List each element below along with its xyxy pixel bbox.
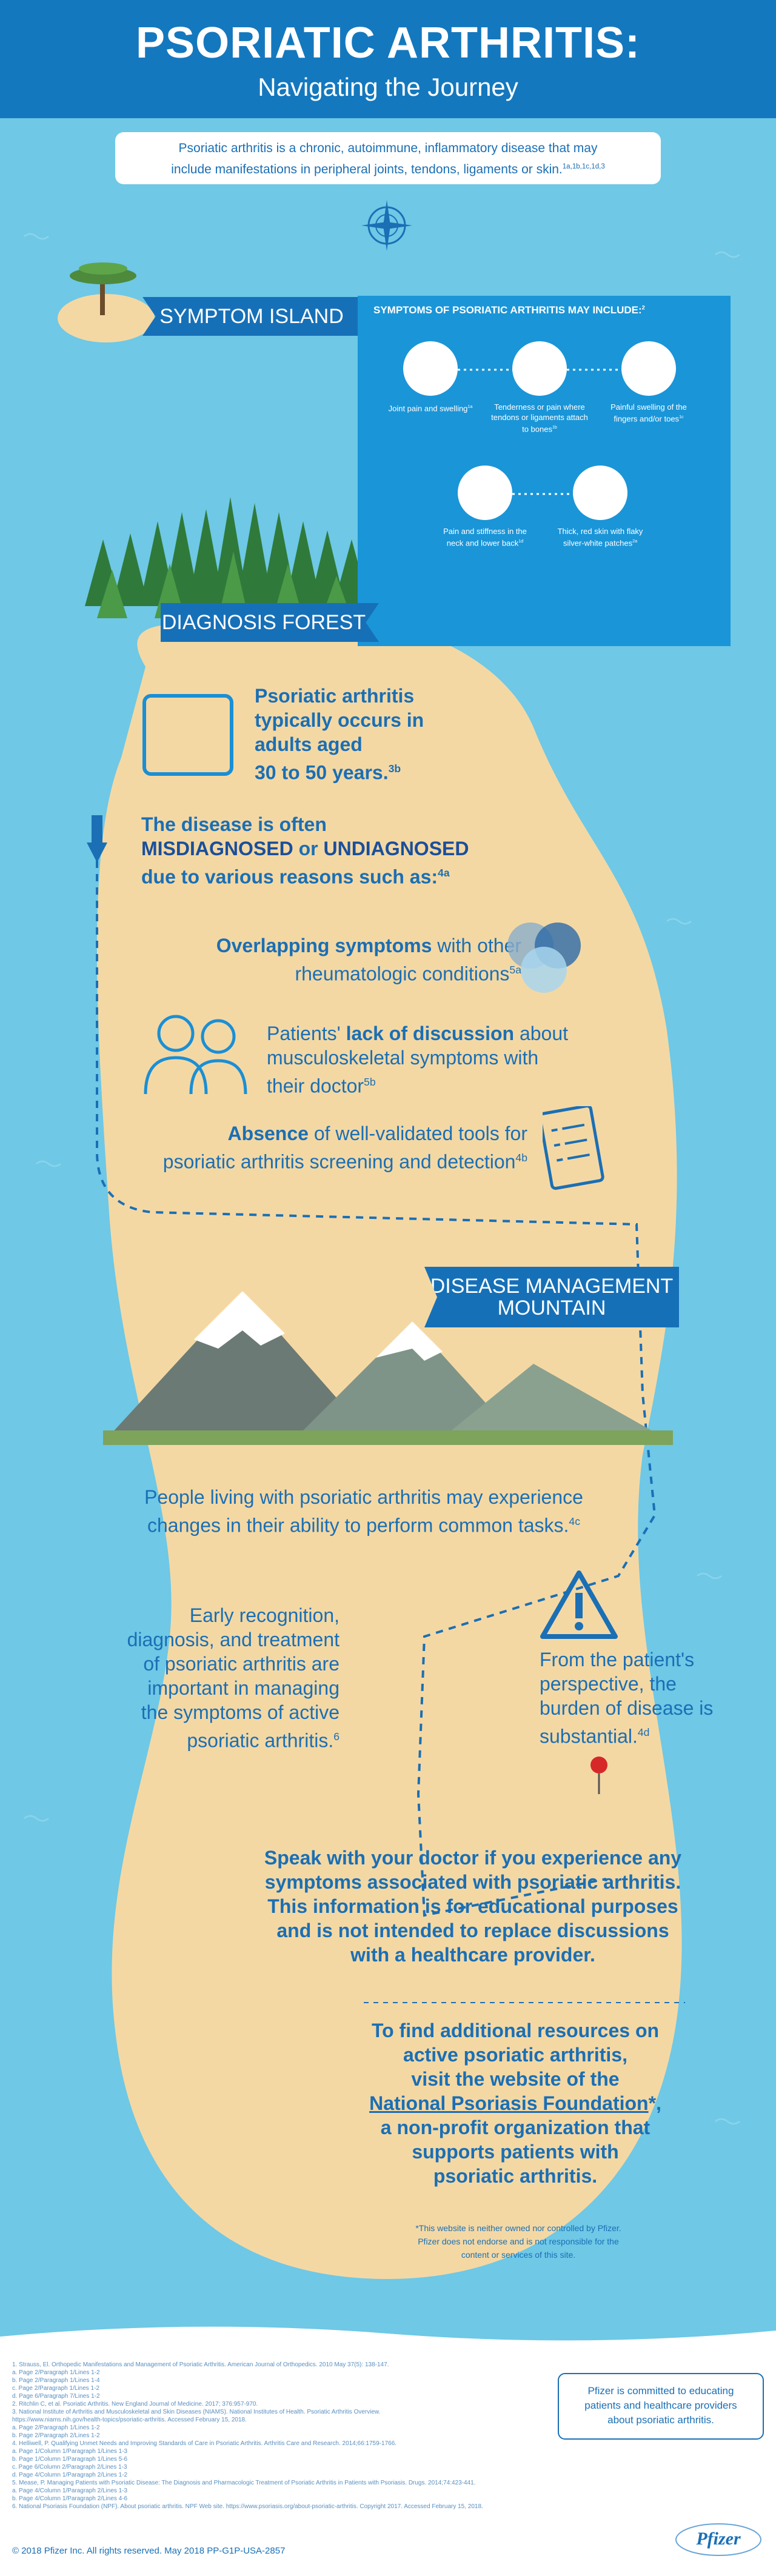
reference-item: a. Page 2/Paragraph 1/Lines 1-2 <box>12 2369 100 2376</box>
venn-diagram-icon <box>507 923 581 993</box>
symptoms-title: SYMPTOMS OF PSORIATIC ARTHRITIS MAY INCL… <box>373 304 645 316</box>
calendar-icon <box>142 694 233 776</box>
reference-item: b. Page 1/Column 1/Paragraph 1/Lines 5-6 <box>12 2456 128 2463</box>
reference-item: a. Page 2/Paragraph 1/Lines 1-2 <box>12 2424 100 2431</box>
resources-info: To find additional resources on active p… <box>369 2020 661 2187</box>
early-recognition-info: Early recognition, diagnosis, and treatm… <box>127 1604 340 1752</box>
map-illustration <box>24 200 740 2279</box>
reason-lack-of-discussion: Patients' lack of discussion about muscu… <box>267 1023 569 1097</box>
reference-item: d. Page 4/Column 1/Paragraph 2/Lines 1-2 <box>12 2472 128 2478</box>
reason-absence-of-tools: Absence of well-validated tools for psor… <box>162 1123 527 1173</box>
intro-line-1: Psoriatic arthritis is a chronic, autoim… <box>178 141 598 155</box>
reference-item: b. Page 4/Column 1/Paragraph 2/Lines 4-6 <box>12 2495 128 2502</box>
diagnosis-forest-banner: DIAGNOSIS FOREST <box>161 603 379 642</box>
doctor-patient-icon <box>144 1015 247 1095</box>
page-title: PSORIATIC ARTHRITIS: <box>136 19 640 67</box>
disease-management-banner: DISEASE MANAGEMENT MOUNTAIN <box>424 1267 679 1327</box>
reference-item: https://www.niams.nih.gov/health-topics/… <box>12 2417 247 2423</box>
tree-icon <box>70 262 136 315</box>
reference-item: b. Page 2/Paragraph 2/Lines 1-2 <box>12 2432 100 2439</box>
symptom-finger-swelling: Painful swelling of the fingers and/or t… <box>600 341 697 424</box>
reference-item: 2. Ritchlin C, et al. Psoriatic Arthriti… <box>12 2401 258 2407</box>
npf-link[interactable]: National Psoriasis Foundation <box>369 2092 649 2114</box>
footer-wave <box>0 2318 776 2349</box>
reference-item: c. Page 2/Paragraph 1/Lines 1-2 <box>12 2385 99 2392</box>
island-shape <box>97 616 682 2279</box>
website-disclaimer: *This website is neither owned nor contr… <box>415 2223 621 2260</box>
burden-of-disease-info: From the patient's perspective, the burd… <box>540 1649 714 1747</box>
header-banner: PSORIATIC ARTHRITIS: Navigating the Jour… <box>0 0 776 118</box>
toe-swelling-icon <box>621 341 676 396</box>
speak-with-doctor-info: Speak with your doctor if you experience… <box>264 1847 682 1966</box>
reference-item: 6. National Psoriasis Foundation (NPF). … <box>12 2503 483 2510</box>
knee-joint-icon <box>403 341 458 396</box>
reference-item: 3. National Institute of Arthritis and M… <box>12 2409 381 2415</box>
intro-line-2: include manifestations in peripheral joi… <box>171 162 605 176</box>
symptom-back-pain: Pain and stiffness in the neck and lower… <box>436 465 534 548</box>
symptom-tendon-pain: Tenderness or pain where tendons or liga… <box>491 341 588 434</box>
symptom-joint-pain: Joint pain and swelling1a <box>382 341 479 413</box>
disease-management-label: DISEASE MANAGEMENT MOUNTAIN <box>430 1275 674 1320</box>
copyright-text: © 2018 Pfizer Inc. All rights reserved. … <box>12 2546 286 2556</box>
foot-tendon-icon <box>512 341 567 396</box>
skin-patch-icon <box>573 465 627 520</box>
arrow-down-icon <box>87 815 107 864</box>
reason-overlapping-symptoms: Overlapping symptoms with other rheumato… <box>216 935 521 985</box>
symptom-island-label: SYMPTOM ISLAND <box>159 305 344 328</box>
references-list: 1. Strauss, El. Orthopedic Manifestation… <box>12 2361 546 2511</box>
reference-item: a. Page 4/Column 1/Paragraph 2/Lines 1-3 <box>12 2488 128 2494</box>
reference-item: 1. Strauss, El. Orthopedic Manifestation… <box>12 2361 389 2368</box>
reference-item: d. Page 6/Paragraph 7/Lines 1-2 <box>12 2393 100 2400</box>
warning-icon <box>540 1570 618 1639</box>
map-pin-icon <box>590 1757 607 1794</box>
misdiagnosed-info: The disease is often MISDIAGNOSED or UND… <box>141 813 469 888</box>
footer <box>0 2327 776 2576</box>
intro-box: Psoriatic arthritis is a chronic, autoim… <box>115 132 661 184</box>
common-tasks-info: People living with psoriatic arthritis m… <box>144 1486 583 1537</box>
page-subtitle: Navigating the Journey <box>258 73 518 101</box>
diagnosis-forest-label: DIAGNOSIS FOREST <box>161 611 366 634</box>
compass-icon <box>361 200 412 251</box>
pfizer-logo: Pfizer <box>673 2521 764 2558</box>
age-info: Psoriatic arthritis typically occurs in … <box>255 685 424 784</box>
reference-item: 5. Mease, P. Managing Patients with Psor… <box>12 2480 476 2486</box>
reference-item: b. Page 2/Paragraph 1/Lines 1-4 <box>12 2377 100 2384</box>
symptom-skin-patches: Thick, red skin with flaky silver-white … <box>552 465 649 548</box>
reference-item: a. Page 1/Column 1/Paragraph 1/Lines 1-3 <box>12 2448 128 2455</box>
reference-item: 4. Helliwell, P. Qualifying Unmet Needs … <box>12 2440 397 2447</box>
spine-icon <box>458 465 512 520</box>
mountain-illustration <box>103 1291 673 1445</box>
symptoms-panel: SYMPTOMS OF PSORIATIC ARTHRITIS MAY INCL… <box>358 296 731 646</box>
symptom-island-banner: SYMPTOM ISLAND <box>142 297 361 336</box>
checklist-icon <box>543 1106 604 1190</box>
reference-item: c. Page 6/Column 2/Paragraph 2/Lines 1-3 <box>12 2464 127 2471</box>
pfizer-commitment-box: Pfizer is committed to educating patient… <box>558 2373 764 2440</box>
